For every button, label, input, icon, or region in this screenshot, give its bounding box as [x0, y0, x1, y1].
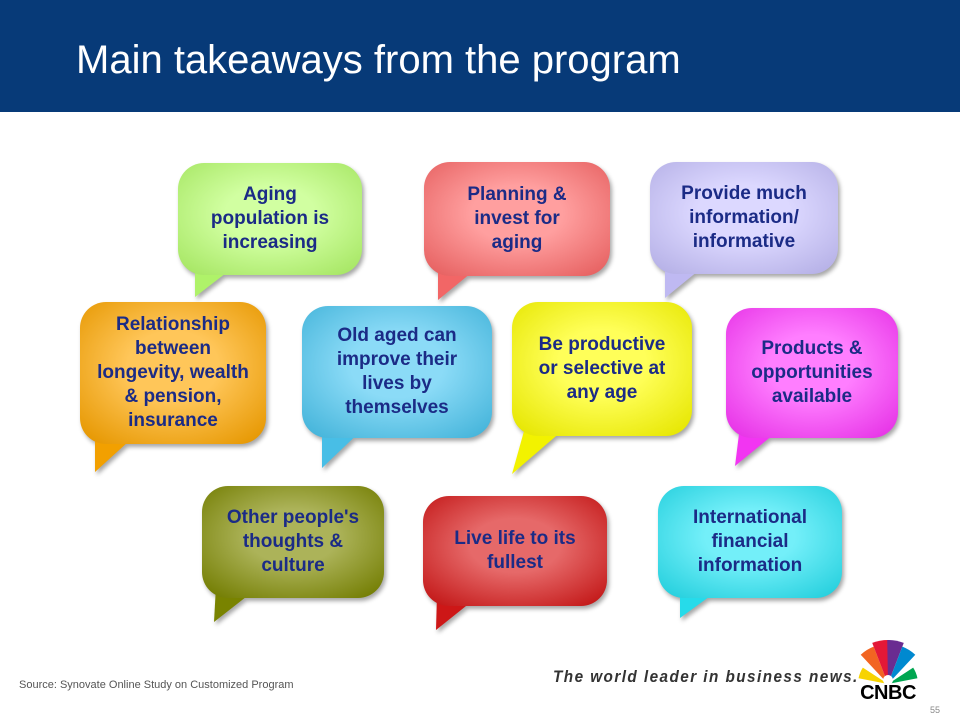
page-number: 55	[930, 705, 941, 715]
speech-bubble-shape	[178, 163, 362, 297]
slogan-text: The world leader in business news.	[553, 667, 859, 686]
bubble-body	[424, 162, 610, 276]
bubble-text: Planning & invest for aging	[467, 184, 567, 253]
peacock-body	[883, 675, 893, 685]
peacock-feather	[872, 640, 889, 684]
peacock-icon	[858, 640, 918, 685]
bubble-text: Old aged can improve their lives by them…	[336, 325, 458, 418]
bubble-body	[512, 302, 692, 436]
source-note: Source: Synovate Online Study on Customi…	[19, 679, 294, 691]
speech-bubble: Aging population is increasing	[178, 163, 362, 297]
bubble-text: Products & opportunities available	[751, 338, 873, 407]
bubble-body	[302, 306, 492, 438]
slide-title: Main takeaways from the program	[76, 38, 681, 82]
bubble-tail	[512, 424, 570, 474]
peacock-feather	[860, 646, 888, 684]
header-bar: Main takeaways from the program	[0, 0, 960, 112]
bubble-text: Relationship between longevity, wealth &…	[97, 314, 249, 431]
bubble-text: Other people's thoughts & culture	[226, 507, 360, 576]
speech-bubble: International financial information	[658, 486, 842, 618]
speech-bubble-shape	[80, 302, 266, 472]
speech-bubble: Be productive or selective at any age	[512, 302, 692, 474]
speech-bubble-shape	[424, 162, 610, 300]
logo-wordmark: CNBC	[860, 682, 916, 704]
speech-bubble: Planning & invest for aging	[424, 162, 610, 300]
speech-bubble-shape	[658, 486, 842, 618]
bubble-body	[178, 163, 362, 275]
speech-bubble-shape	[202, 486, 384, 622]
bubble-body	[726, 308, 898, 438]
bubble-body	[80, 302, 266, 444]
peacock-feather	[858, 667, 888, 684]
speech-bubble: Live life to its fullest	[423, 496, 607, 630]
peacock-feather	[888, 646, 916, 684]
bubble-text: International financial information	[692, 507, 807, 576]
speech-bubble-shape	[302, 306, 492, 468]
peacock-feather	[888, 667, 918, 684]
bubble-text: Be productive or selective at any age	[538, 334, 666, 403]
cnbc-logo: CNBC	[840, 630, 936, 706]
speech-bubble: Products & opportunities available	[726, 308, 898, 466]
speech-bubble: Relationship between longevity, wealth &…	[80, 302, 266, 472]
speech-bubble: Provide much information/ informative	[650, 162, 838, 298]
speech-bubble: Other people's thoughts & culture	[202, 486, 384, 622]
speech-bubble: Old aged can improve their lives by them…	[302, 306, 492, 468]
speech-bubble-shape	[726, 308, 898, 466]
peacock-feather	[887, 640, 904, 684]
speech-bubble-shape	[512, 302, 692, 474]
bubble-body	[658, 486, 842, 598]
bubble-body	[202, 486, 384, 598]
bubble-body	[423, 496, 607, 606]
bubble-text: Provide much information/ informative	[681, 183, 807, 252]
speech-bubble-shape	[650, 162, 838, 298]
bubble-text: Live life to its fullest	[454, 528, 576, 573]
speech-bubble-shape	[423, 496, 607, 630]
bubble-body	[650, 162, 838, 274]
bubble-text: Aging population is increasing	[210, 184, 330, 253]
